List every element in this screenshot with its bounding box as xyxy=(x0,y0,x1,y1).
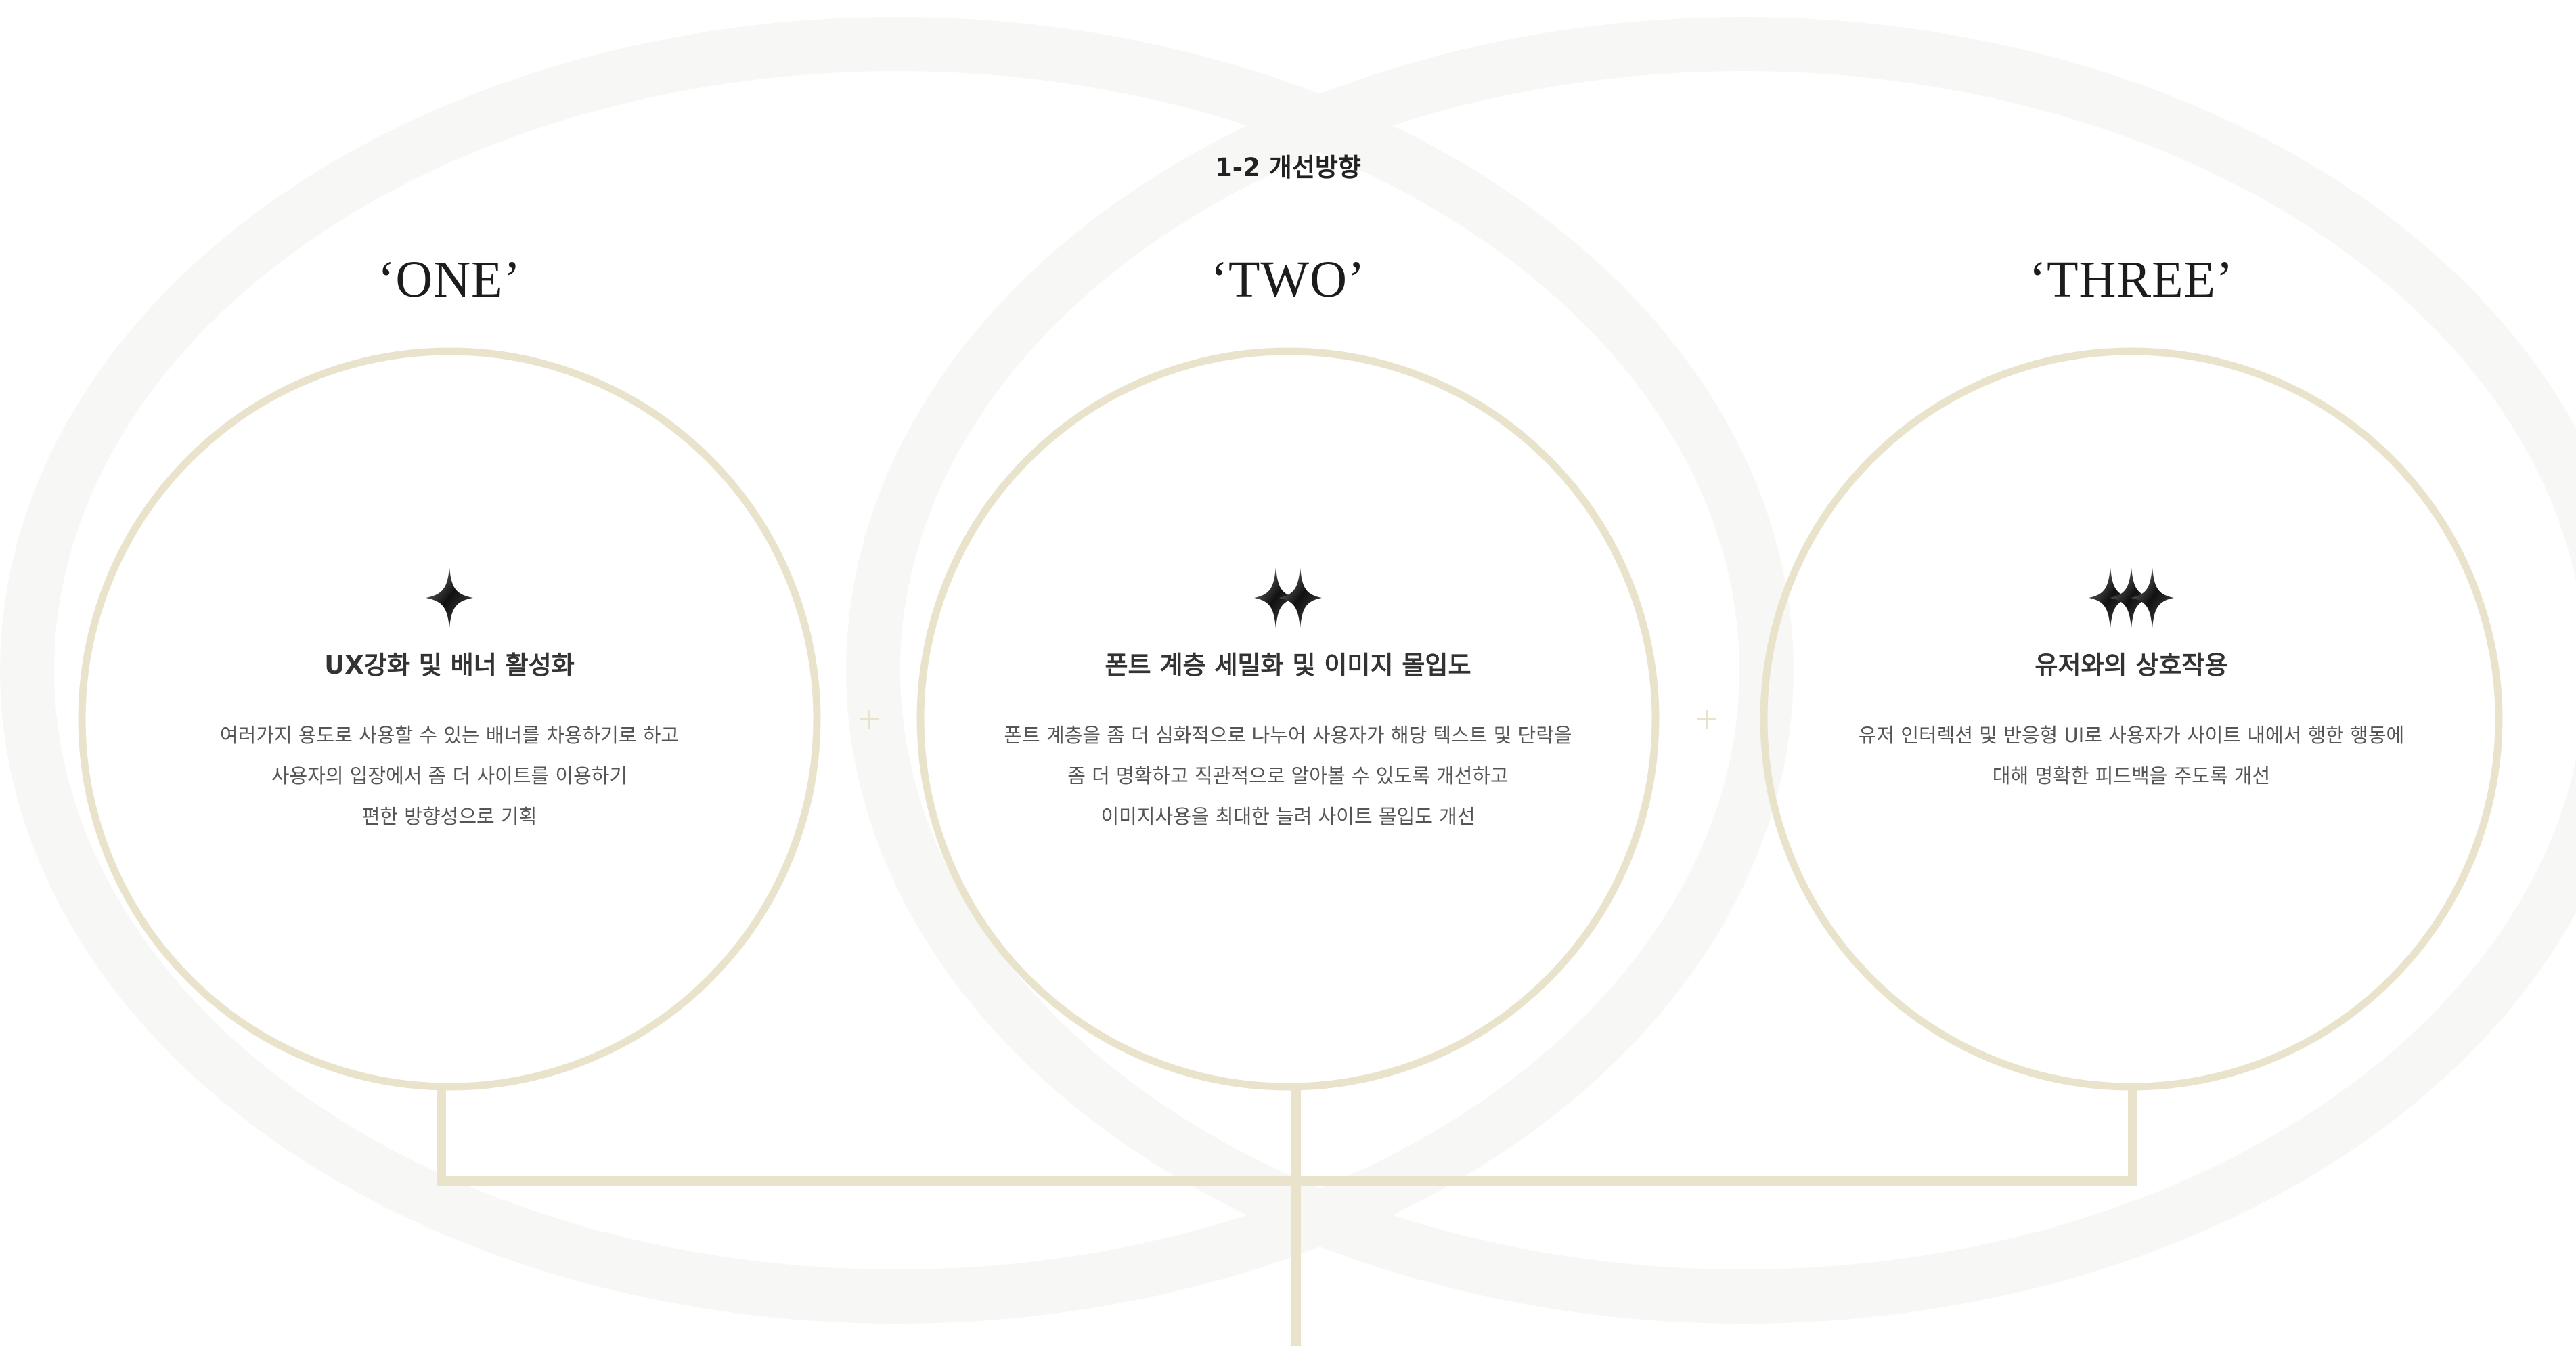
heading-three: ‘THREE’ xyxy=(2028,251,2234,308)
section-title: 1-2 개선방향 xyxy=(1215,153,1361,182)
description-line: 사용자의 입장에서 좀 더 사이트를 이용하기 xyxy=(271,764,628,787)
description-line: 이미지사용을 최대한 늘려 사이트 몰입도 개선 xyxy=(1101,805,1475,828)
title-two: 폰트 계층 세밀화 및 이미지 몰입도 xyxy=(1105,651,1471,680)
triple-sparkle-icon xyxy=(1759,567,2504,628)
circle-two xyxy=(916,347,1660,1091)
description-two: 폰트 계층을 좀 더 심화적으로 나누어 사용자가 해당 텍스트 및 단락을 좀… xyxy=(916,715,1660,837)
description-line: 편한 방향성으로 기획 xyxy=(361,805,537,828)
double-sparkle-icon xyxy=(916,567,1660,628)
heading-one: ‘ONE’ xyxy=(378,251,521,308)
description-line: 여러가지 용도로 사용할 수 있는 배너를 차용하기로 하고 xyxy=(219,724,680,747)
circle-one xyxy=(78,347,821,1091)
description-line: 좀 더 명확하고 직관적으로 알아볼 수 있도록 개선하고 xyxy=(1067,764,1509,787)
title-three: 유저와의 상호작용 xyxy=(2035,651,2228,680)
title-one: UX강화 및 배너 활성화 xyxy=(324,651,575,680)
heading-two: ‘TWO’ xyxy=(1210,251,1366,308)
plus-markers xyxy=(860,710,1716,729)
description-line: 대해 명확한 피드백을 주도록 개선 xyxy=(1992,764,2271,787)
connector-lines xyxy=(437,1087,2137,1346)
description-one: 여러가지 용도로 사용할 수 있는 배너를 차용하기로 하고 사용자의 입장에서… xyxy=(77,715,822,837)
single-sparkle-icon xyxy=(77,567,822,628)
description-line: 유저 인터렉션 및 반응형 UI로 사용자가 사이트 내에서 행한 행동에 xyxy=(1858,724,2405,747)
description-line: 폰트 계층을 좀 더 심화적으로 나누어 사용자가 해당 텍스트 및 단락을 xyxy=(1004,724,1572,747)
description-three: 유저 인터렉션 및 반응형 UI로 사용자가 사이트 내에서 행한 행동에 대해… xyxy=(1759,715,2504,796)
